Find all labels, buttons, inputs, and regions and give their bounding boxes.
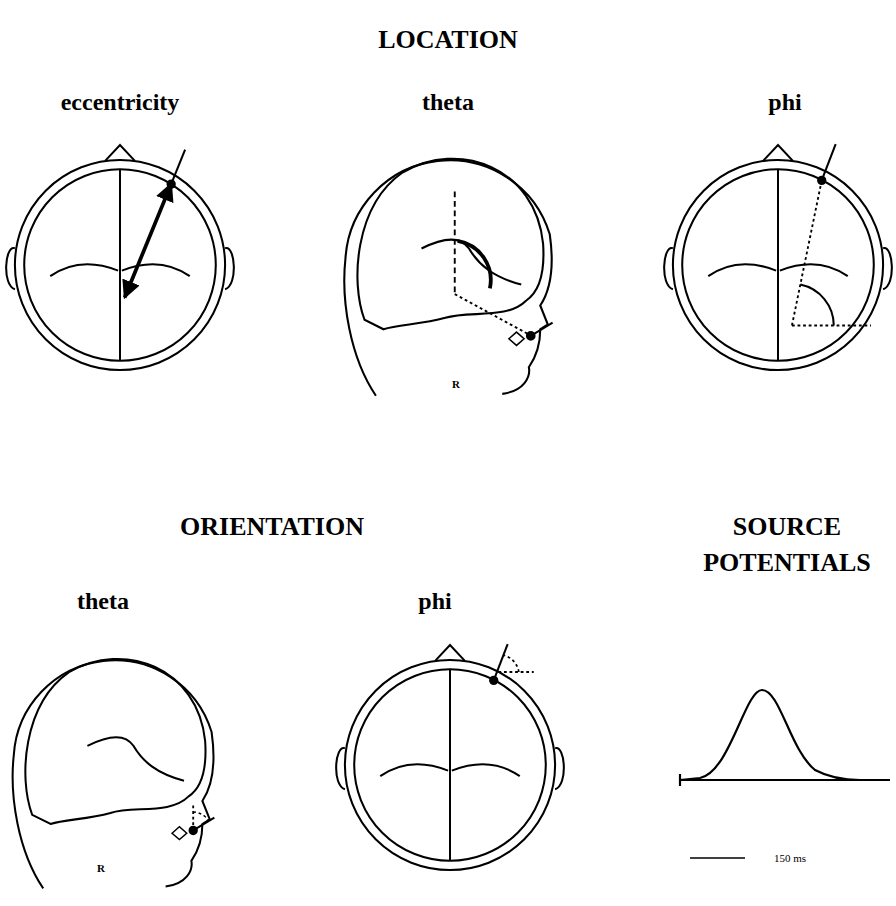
panel-heading: theta	[422, 89, 474, 117]
view-mark: R	[97, 862, 105, 875]
panel-heading: eccentricity	[61, 89, 180, 117]
panel-heading: SOURCE POTENTIALS	[682, 509, 892, 582]
view-mark: R	[452, 378, 460, 391]
side-head-theta	[344, 159, 552, 396]
top-head-orientation-phi	[336, 644, 564, 870]
top-head-phi	[664, 144, 892, 370]
panel-heading: LOCATION	[378, 25, 518, 55]
side-head-orientation-theta	[13, 659, 215, 888]
panel-heading: theta	[77, 588, 129, 616]
scale-label: 150 ms	[774, 852, 806, 865]
panel-heading: ORIENTATION	[180, 512, 364, 542]
panel-heading: phi	[418, 588, 451, 616]
waveform	[680, 690, 890, 858]
panel-heading: phi	[768, 89, 801, 117]
top-head-eccentricity	[6, 145, 234, 370]
